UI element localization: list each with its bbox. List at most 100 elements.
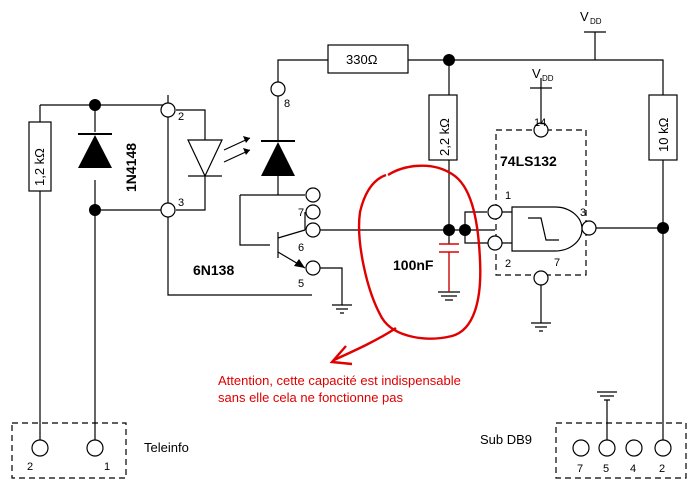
arrow-head-icon: [329, 345, 353, 366]
pin-number: 3: [580, 207, 586, 219]
highlight-circle-icon: [357, 164, 482, 340]
resistor-body: [28, 121, 52, 192]
annotation: Attention, cette capacité est indispensa…: [218, 164, 482, 405]
resistor-body: [428, 94, 458, 161]
pin-number: 5: [603, 463, 609, 475]
opto-pin-2: [160, 102, 176, 118]
opto-pin-3: [160, 202, 176, 218]
gate-pin-2: [487, 235, 503, 251]
annotation-line-1: Attention, cette capacité est indispensa…: [218, 373, 461, 388]
teleinfo-outline: [11, 422, 127, 479]
resistor-1k2-label: 1,2 kΩ: [32, 148, 47, 186]
vdd-main-sub: DD: [590, 17, 602, 26]
opto-pin-5: [305, 260, 321, 276]
capacitor-100nf: 100nF: [393, 243, 459, 292]
pin-number: 2: [178, 111, 184, 123]
pin-number: 4: [630, 463, 636, 475]
db9-pin-7: [572, 439, 590, 457]
resistor-10k: 10 kΩ: [648, 94, 678, 161]
vdd-main-icon: [584, 31, 606, 48]
pin-number: 14: [534, 117, 546, 129]
ground-icon: [332, 304, 352, 314]
opto-pin-7: [305, 204, 321, 220]
schmitt-symbol-icon: [528, 217, 559, 241]
teleinfo-label: Teleinfo: [144, 440, 189, 455]
resistor-330: 330Ω: [327, 44, 409, 74]
pin-number: 7: [554, 257, 560, 269]
emitter-arrow-icon: [294, 259, 305, 268]
ground-icon: [597, 391, 617, 401]
diode-label: 1N4148: [123, 143, 139, 192]
gate-pin-7: [533, 270, 549, 286]
resistor-1k2: 1,2 kΩ: [28, 121, 52, 192]
gate-pin-14: [533, 122, 549, 138]
teleinfo-pin-2: [31, 439, 49, 457]
vdd-gate-label: V: [532, 66, 541, 81]
opto-outline: [167, 95, 312, 296]
diode-triangle-icon: [78, 135, 112, 168]
pin-number: 6: [298, 242, 304, 254]
pin-number: 3: [178, 197, 184, 209]
opto-pin-6: [305, 222, 321, 238]
nand-gate-icon: [511, 206, 583, 252]
junction-dot: [443, 54, 455, 66]
resistor-2k2: 2,2 kΩ: [428, 94, 458, 161]
capacitor-plates-icon: [439, 243, 459, 253]
wire-gate-out: [596, 160, 664, 445]
gate-package-outline: [495, 129, 587, 276]
wire-left-top: [39, 104, 168, 445]
db9-outline: [555, 422, 687, 479]
pin-number: 1: [505, 190, 511, 202]
ground-icon: [531, 322, 551, 332]
vdd-main-label: V: [580, 9, 589, 24]
pin-circles: [160, 81, 597, 286]
pin-number: 7: [298, 207, 304, 219]
arrowheads-icon: [243, 136, 250, 155]
pin-number: 8: [284, 98, 290, 110]
junction-dot: [443, 224, 455, 236]
junction-dots: [89, 54, 669, 236]
gate-74ls132: 74LS132: [495, 129, 587, 276]
pin-number: 2: [659, 463, 665, 475]
optocoupler-6n138: 6N138: [187, 136, 305, 278]
ground-symbols: [332, 291, 617, 401]
opto-pin-8: [270, 81, 286, 97]
led-triangle-icon: [187, 139, 223, 178]
wire-led: [176, 109, 206, 211]
teleinfo-connector: 2 1 Teleinfo: [11, 422, 189, 479]
resistor-body: [648, 94, 678, 161]
resistor-10k-label: 10 kΩ: [656, 117, 671, 152]
opto-pin-blank: [305, 187, 321, 203]
pin-number: 5: [298, 278, 304, 290]
junction-dot: [657, 222, 669, 234]
db9-label: Sub DB9: [480, 432, 532, 447]
pin-number: 1: [104, 461, 110, 473]
capacitor-label: 100nF: [393, 257, 434, 273]
pin-number: 7: [577, 463, 583, 475]
arrow-line-icon: [333, 327, 397, 362]
teleinfo-pin-1: [86, 439, 104, 457]
annotation-line-2: sans elle cela ne fonctionne pas: [218, 390, 404, 405]
junction-dot: [89, 204, 101, 216]
junction-dot: [89, 99, 101, 111]
photodiode-triangle-icon: [261, 142, 295, 176]
optocoupler-label: 6N138: [193, 262, 234, 278]
resistor-body: [327, 44, 409, 74]
ground-icon: [438, 291, 460, 301]
pin-number: 2: [27, 461, 33, 473]
resistor-330-label: 330Ω: [346, 52, 378, 67]
pin-numbers: 2 3 8 7 6 5 14 1 2 3 7: [178, 98, 586, 290]
junction-dot: [459, 224, 471, 236]
gate-pin-1: [487, 204, 503, 220]
wire-ground-5: [320, 267, 343, 305]
wire-base: [239, 194, 305, 246]
db9-pin-2: [654, 439, 672, 457]
db9-connector: 7 5 4 2 Sub DB9: [480, 422, 687, 479]
resistor-2k2-label: 2,2 kΩ: [437, 118, 452, 156]
diode-1n4148: 1N4148: [78, 133, 139, 192]
gate-label: 74LS132: [500, 153, 557, 169]
gate-pin-3: [581, 220, 597, 236]
supply-symbols: V DD V DD: [530, 9, 606, 89]
